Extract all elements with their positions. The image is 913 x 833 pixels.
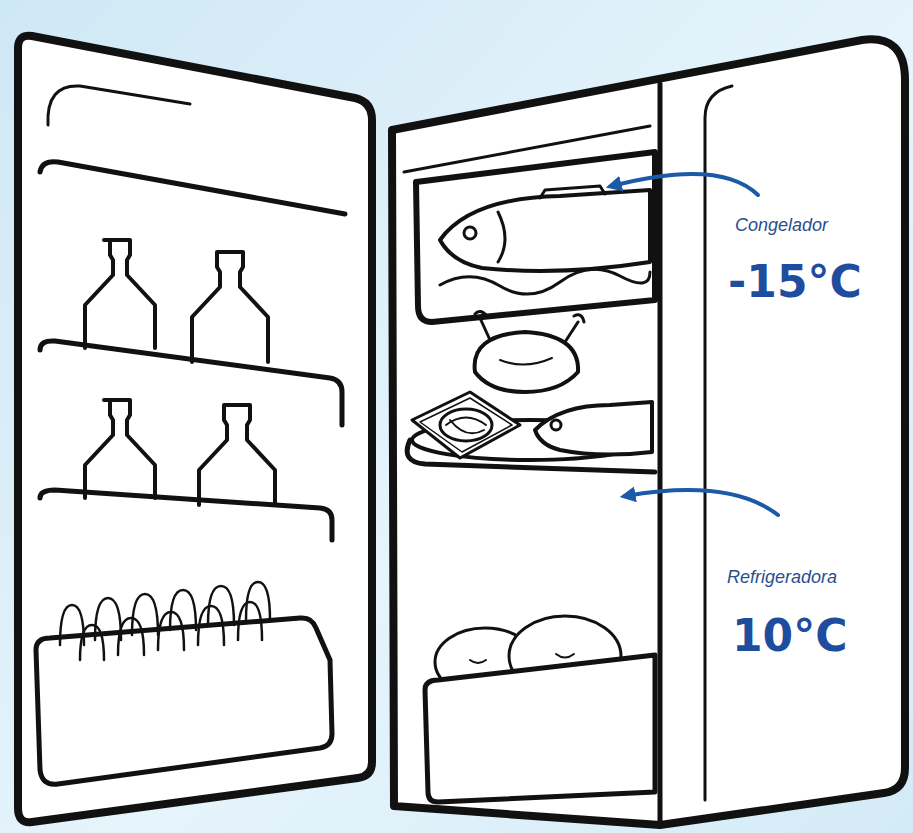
drawing-part: [392, 39, 905, 825]
open-door: [18, 36, 372, 822]
drawing-part: [192, 252, 268, 362]
drawing-part: [500, 358, 552, 365]
drawing-part: [626, 490, 778, 515]
drawing-part: [40, 490, 332, 540]
vegetable-drawer: [425, 616, 655, 802]
drawing-part: [535, 402, 652, 455]
drawing-part: [705, 86, 732, 800]
drawing-part: [551, 420, 561, 430]
temperature-value: 10°C: [732, 612, 848, 660]
drawing-part: [475, 311, 584, 342]
drawing-part: [498, 212, 505, 262]
drawing-part: [420, 398, 512, 452]
drawing-part: [440, 269, 650, 294]
fridge-cabinet: [392, 39, 905, 825]
drawing-part: [48, 86, 190, 125]
drawing-part: [85, 240, 155, 348]
drawing-part: [412, 392, 520, 458]
drawing-part: [658, 84, 663, 825]
drawing-part: [18, 36, 372, 822]
drawing-part: [40, 341, 342, 425]
drawing-part: [199, 405, 275, 505]
drawing-part: [446, 418, 486, 434]
freezer-fish: [416, 152, 655, 322]
drawing-part: [85, 400, 155, 498]
drawing-part: [612, 174, 758, 195]
drawing-part: [425, 655, 655, 802]
drawing-part: [36, 618, 332, 784]
drawing-part: [440, 190, 650, 271]
temperature-value: -15°C: [728, 258, 862, 306]
drawing-part: [540, 186, 605, 198]
compartment-name: Congelador: [735, 216, 828, 236]
drawing-part: [40, 162, 345, 214]
drawing-part: [416, 152, 655, 322]
compartment-name: Refrigeradora: [727, 568, 837, 588]
drawing-part: [440, 409, 492, 441]
drawing-part: [464, 227, 476, 239]
shelf-food: [407, 311, 655, 472]
